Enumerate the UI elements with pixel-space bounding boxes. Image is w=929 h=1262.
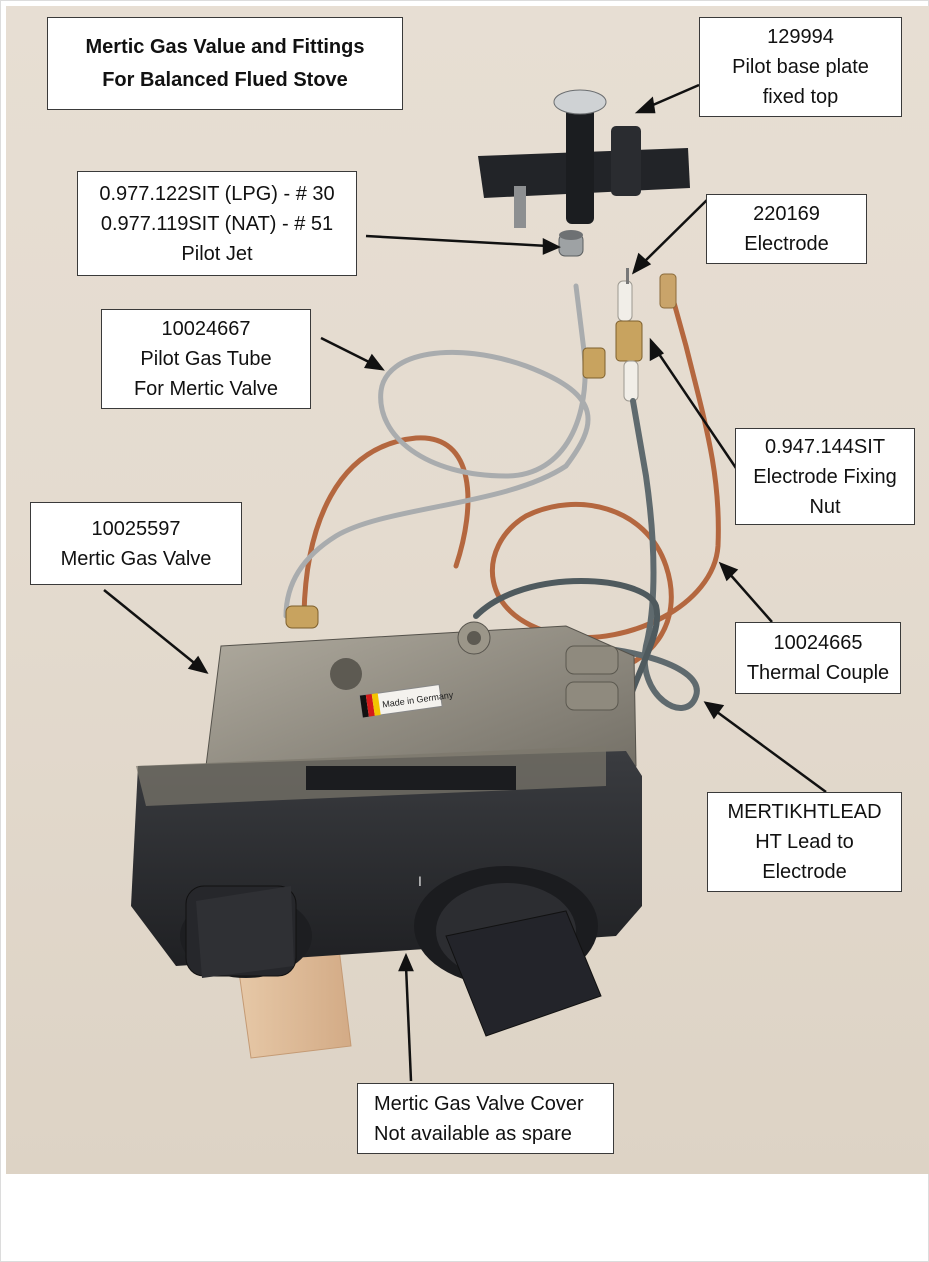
arrow-valve-cover bbox=[404, 965, 413, 1082]
svg-text:I: I bbox=[418, 873, 422, 889]
part-description-2: fixed top bbox=[762, 86, 839, 108]
gas-valve-cover: I bbox=[131, 746, 642, 1037]
arrow-electrode bbox=[641, 195, 712, 265]
part-code-lpg: 0.977.122SIT (LPG) - # 30 bbox=[99, 182, 335, 205]
part-note: Not available as spare bbox=[374, 1122, 572, 1145]
callout-thermal-couple: 10024665 Thermal Couple bbox=[735, 622, 901, 694]
part-code: 10024667 bbox=[161, 318, 251, 340]
part-description: Pilot Gas Tube bbox=[140, 348, 272, 370]
callout-arrows bbox=[103, 83, 827, 1082]
gas-valve-kit-illustration: Made in Germany I bbox=[103, 83, 827, 1082]
arrow-thermal-couple bbox=[727, 571, 773, 623]
part-code: MERTIKHTLEAD bbox=[727, 801, 882, 823]
part-description: Mertic Gas Valve Cover bbox=[374, 1092, 584, 1115]
callout-ht-lead: MERTIKHTLEAD HT Lead to Electrode bbox=[707, 792, 902, 892]
arrow-gas-valve bbox=[103, 589, 199, 667]
part-description: Pilot Jet bbox=[181, 242, 253, 265]
part-description: Electrode bbox=[744, 233, 829, 255]
product-photo: Made in Germany I bbox=[6, 6, 929, 1174]
part-description: Mertic Gas Valve bbox=[60, 547, 212, 570]
pilot-base-plate bbox=[478, 89, 690, 228]
callout-pilot-gas-tube: 10024667 Pilot Gas Tube For Mertic Valve bbox=[101, 309, 311, 409]
part-code: 220169 bbox=[753, 203, 820, 225]
diagram-title: Mertic Gas Value and Fittings For Balanc… bbox=[47, 17, 403, 110]
arrow-pilot-gas-tube bbox=[320, 336, 374, 366]
title-line-2: For Balanced Flued Stove bbox=[102, 68, 348, 91]
part-description: Thermal Couple bbox=[746, 662, 890, 684]
part-code: 129994 bbox=[767, 26, 834, 48]
part-code-nat: 0.977.119SIT (NAT) - # 51 bbox=[100, 212, 334, 235]
part-description-2: For Mertic Valve bbox=[133, 378, 279, 400]
callout-pilot-base-plate: 129994 Pilot base plate fixed top bbox=[699, 17, 902, 117]
part-description: Electrode Fixing bbox=[753, 465, 897, 488]
callout-electrode: 220169 Electrode bbox=[706, 194, 867, 264]
part-code: 10024665 bbox=[773, 632, 863, 654]
right-control-knob: I bbox=[414, 866, 602, 1037]
title-line-1: Mertic Gas Value and Fittings bbox=[85, 35, 365, 58]
part-description: HT Lead to bbox=[755, 831, 854, 853]
part-code: 0.947.144SIT bbox=[764, 435, 886, 458]
ht-lead bbox=[563, 398, 700, 711]
arrow-electrode-fixing-nut bbox=[655, 350, 742, 475]
pilot-gas-tube bbox=[283, 283, 606, 619]
callout-electrode-fixing-nut: 0.947.144SIT Electrode Fixing Nut bbox=[735, 428, 915, 525]
part-description: Pilot base plate bbox=[732, 56, 869, 78]
callout-gas-valve: 10025597 Mertic Gas Valve bbox=[30, 502, 242, 585]
left-control-knob bbox=[180, 885, 312, 978]
part-description-2: Electrode bbox=[762, 861, 847, 883]
arrow-pilot-jet bbox=[365, 234, 549, 248]
arrow-ht-lead bbox=[712, 707, 827, 794]
pilot-jet bbox=[558, 230, 584, 257]
part-code: 10025597 bbox=[91, 517, 181, 540]
made-in-germany-sticker: Made in Germany bbox=[359, 683, 454, 719]
callout-valve-cover: Mertic Gas Valve Cover Not available as … bbox=[357, 1083, 614, 1154]
part-description-2: Nut bbox=[809, 495, 841, 518]
callout-pilot-jet: 0.977.122SIT (LPG) - # 30 0.977.119SIT (… bbox=[77, 171, 357, 276]
electrode bbox=[615, 268, 643, 402]
arrow-pilot-base-plate bbox=[645, 83, 700, 110]
